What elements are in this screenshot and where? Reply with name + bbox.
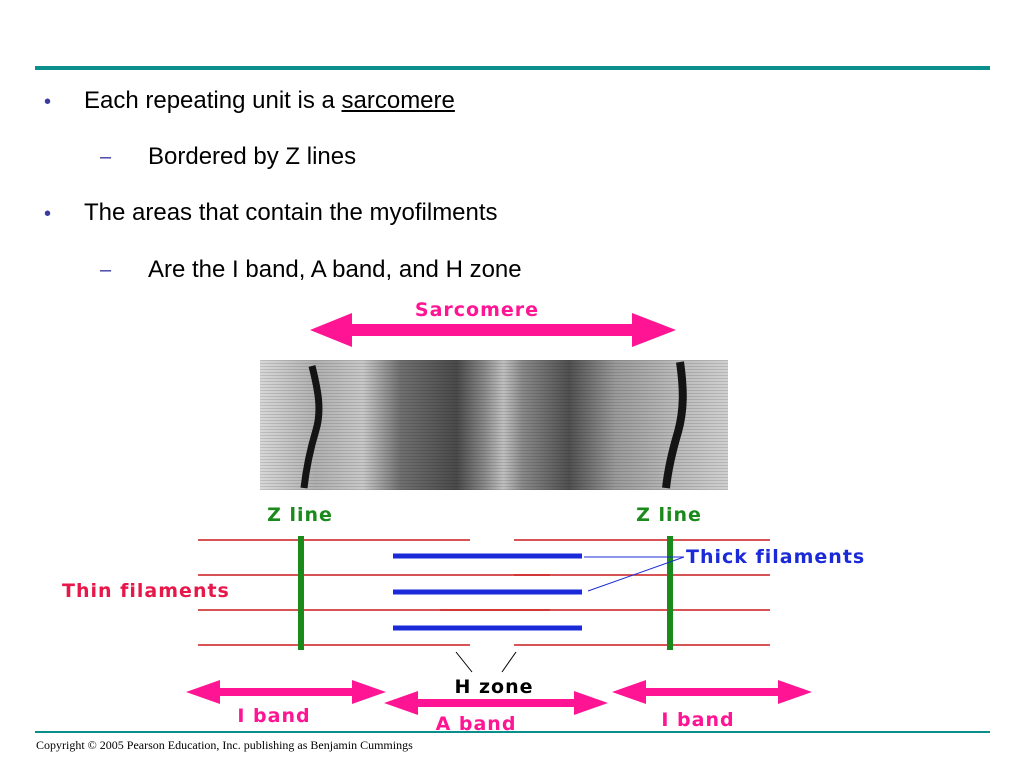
thick-filaments-pointer xyxy=(584,556,685,592)
bullet-2: The areas that contain the myofilments xyxy=(84,199,498,226)
thin-filaments xyxy=(198,539,770,646)
thin-filaments-label: Thin filaments xyxy=(62,580,230,602)
sub-bullet-1: Bordered by Z lines xyxy=(148,143,357,170)
thick-filaments xyxy=(393,553,582,631)
copyright-footer: Copyright © 2005 Pearson Education, Inc.… xyxy=(36,738,413,752)
sarcomere-label: Sarcomere xyxy=(415,299,539,321)
sarcomere-arrow xyxy=(310,313,676,347)
i-band-left-label: I band xyxy=(237,705,310,727)
bullet-1-text: Each repeating unit is a xyxy=(84,87,342,114)
i-band-right-label: I band xyxy=(661,709,734,731)
sub-marker: – xyxy=(100,259,112,281)
z-line-right-label: Z line xyxy=(636,504,702,526)
bottom-divider xyxy=(35,731,990,733)
i-band-right-arrow xyxy=(612,680,812,704)
sub-marker: – xyxy=(100,146,112,168)
i-band-left-arrow xyxy=(186,680,386,704)
sub-bullet-2: Are the I band, A band, and H zone xyxy=(148,256,522,283)
micrograph-image xyxy=(260,360,728,490)
z-line-left-label: Z line xyxy=(267,504,333,526)
top-divider xyxy=(35,66,990,70)
bullet-marker: • xyxy=(44,91,52,113)
h-zone-pointer xyxy=(455,651,517,673)
h-zone-label: H zone xyxy=(454,676,533,698)
thick-filaments-label: Thick filaments xyxy=(686,546,865,568)
a-band-arrow xyxy=(384,691,608,715)
a-band-label: A band xyxy=(436,713,517,735)
z-line-right xyxy=(667,536,673,650)
sarcomere-term: sarcomere xyxy=(341,87,455,114)
bullet-marker: • xyxy=(44,203,52,225)
bullet-1: Each repeating unit is a sarcomere xyxy=(84,87,455,115)
z-line-left xyxy=(298,536,304,650)
